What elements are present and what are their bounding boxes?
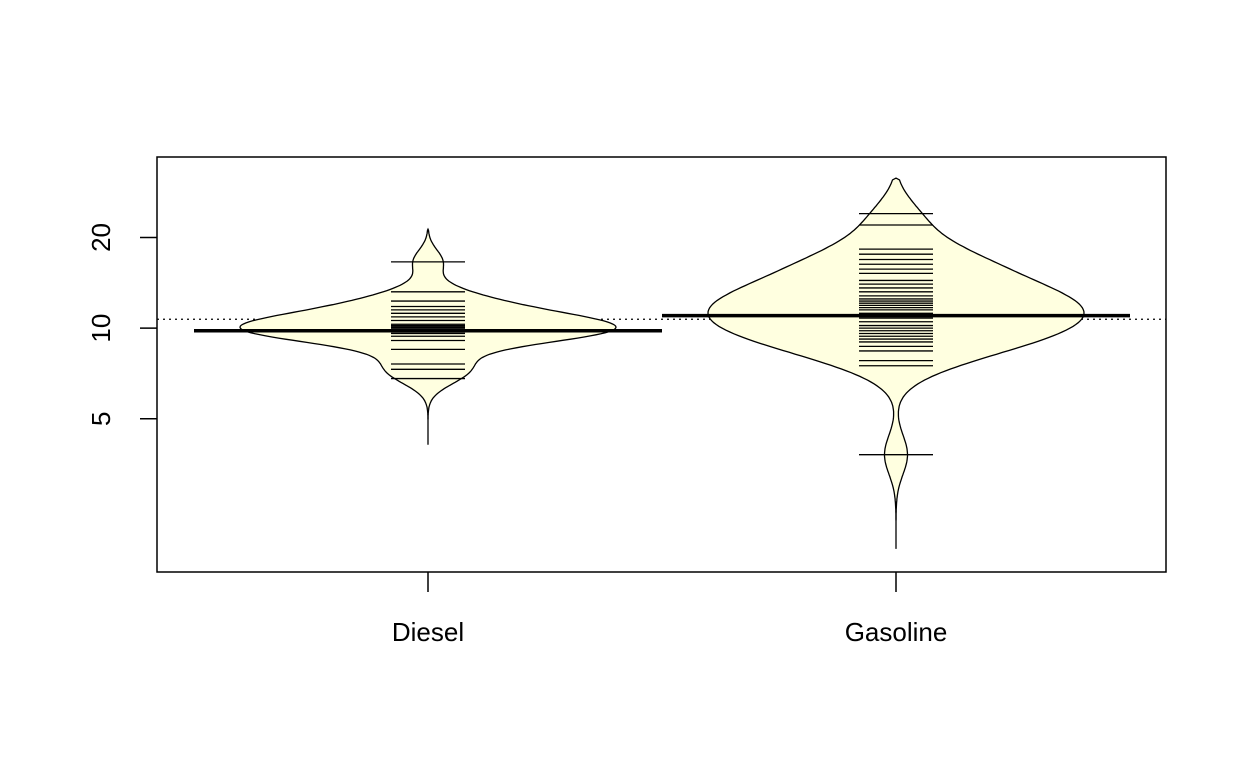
bean-shape-gasoline xyxy=(707,177,1085,549)
y-tick-label-10: 10 xyxy=(86,314,116,343)
lines-layer xyxy=(194,212,1130,456)
y-tick-label-20: 20 xyxy=(86,223,116,252)
bean-shape-diesel xyxy=(239,227,617,445)
y-tick-label-5: 5 xyxy=(86,412,116,426)
plot-frame xyxy=(156,156,1167,573)
beans-layer xyxy=(157,177,1166,549)
x-tick-label-diesel: Diesel xyxy=(392,617,464,647)
axes-layer: Diesel Gasoline 5 10 20 xyxy=(86,223,947,647)
x-tick-label-gasoline: Gasoline xyxy=(845,617,948,647)
